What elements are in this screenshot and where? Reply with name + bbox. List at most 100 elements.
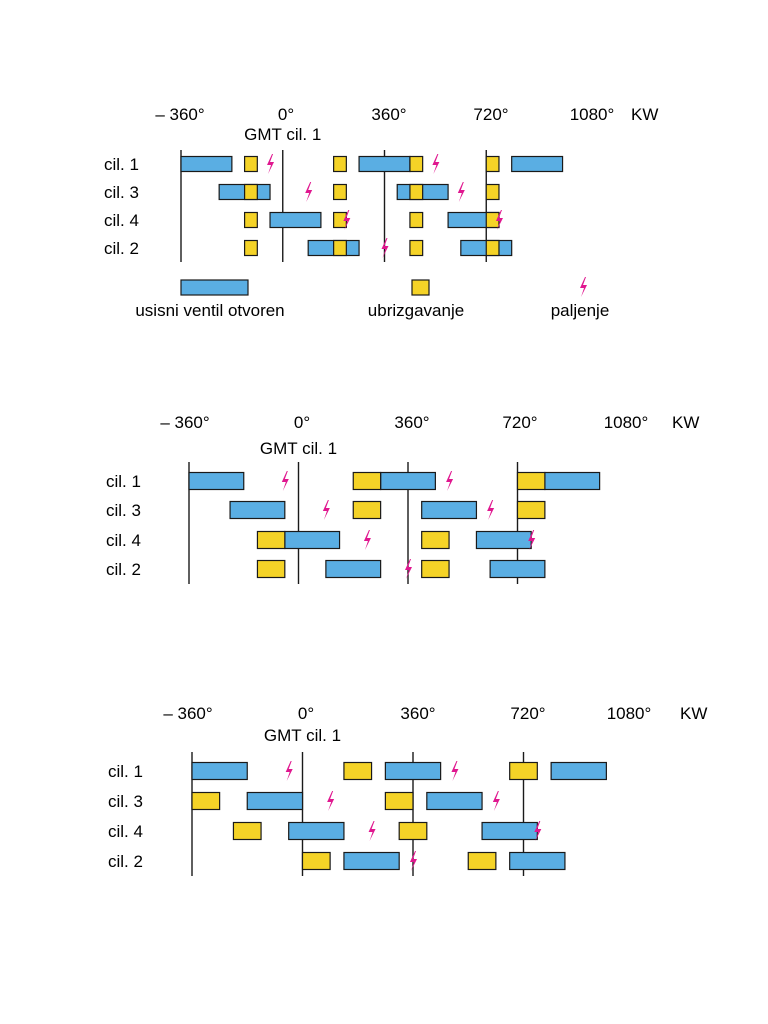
- legend-intake-label: usisni ventil otvoren: [135, 301, 284, 320]
- crank-angle-unit-label: KW: [631, 105, 658, 124]
- cylinder-label: cil. 2: [104, 239, 139, 258]
- ignition-spark-icon: [381, 238, 389, 258]
- ignition-spark-icon: [495, 210, 503, 230]
- injection-bar: [243, 155, 258, 173]
- angle-label: – 360°: [155, 105, 204, 124]
- angle-label: – 360°: [163, 704, 212, 723]
- ignition-spark-icon: [457, 182, 465, 202]
- ignition-spark-icon: [343, 210, 351, 230]
- intake-valve-bar: [475, 530, 532, 550]
- injection-bar: [516, 471, 546, 491]
- injection-bar: [384, 791, 414, 811]
- ignition-spark-icon: [410, 851, 417, 871]
- injection-bar: [409, 183, 424, 201]
- angle-label: 360°: [371, 105, 406, 124]
- ignition-spark-icon: [534, 821, 542, 841]
- ignition-spark-icon: [405, 559, 412, 579]
- injection-bar: [256, 530, 286, 550]
- intake-valve-bar: [544, 471, 601, 491]
- injection-bar: [485, 155, 500, 173]
- injection-bar: [333, 239, 347, 257]
- cylinder-label: cil. 4: [106, 531, 141, 550]
- injection-bar: [333, 155, 347, 173]
- injection-bar: [352, 471, 382, 491]
- ignition-spark-icon: [327, 791, 335, 811]
- injection-bar: [467, 851, 497, 871]
- ignition-spark-icon: [451, 761, 459, 781]
- injection-bar: [398, 821, 428, 841]
- cylinder-label: cil. 2: [108, 852, 143, 871]
- intake-valve-bar: [489, 559, 546, 579]
- injection-bar: [301, 851, 331, 871]
- injection-bar: [343, 761, 373, 781]
- injection-bar: [243, 211, 258, 229]
- intake-valve-bar: [511, 155, 564, 173]
- intake-valve-bar: [180, 155, 233, 173]
- intake-valve-bar: [269, 211, 322, 229]
- legend-injection-label: ubrizgavanje: [368, 301, 464, 320]
- crank-angle-unit-label: KW: [680, 704, 707, 723]
- cylinder-label: cil. 3: [104, 183, 139, 202]
- angle-label: 1080°: [604, 413, 649, 432]
- angle-label: 360°: [400, 704, 435, 723]
- ignition-spark-icon: [492, 791, 500, 811]
- intake-valve-bar: [246, 791, 304, 811]
- injection-bar: [243, 239, 258, 257]
- injection-bar: [409, 155, 424, 173]
- angle-label: 0°: [294, 413, 310, 432]
- cylinder-label: cil. 4: [108, 822, 143, 841]
- ignition-spark-icon: [305, 182, 313, 202]
- intake-valve-bar: [421, 500, 478, 520]
- intake-valve-bar: [426, 791, 483, 811]
- injection-bar: [509, 761, 538, 781]
- angle-label: 720°: [510, 704, 545, 723]
- angle-label: 0°: [298, 704, 314, 723]
- intake-valve-bar: [343, 851, 400, 871]
- ignition-spark-icon: [285, 761, 293, 781]
- ignition-spark-icon: [363, 530, 371, 550]
- cylinder-label: cil. 3: [106, 501, 141, 520]
- injection-bar: [256, 559, 286, 579]
- angle-label: 360°: [394, 413, 429, 432]
- cylinder-label: cil. 3: [108, 792, 143, 811]
- injection-bar: [243, 183, 258, 201]
- ignition-spark-icon: [446, 471, 454, 491]
- legend-intake-swatch: [180, 279, 249, 296]
- cylinder-label: cil. 1: [108, 762, 143, 781]
- intake-valve-bar: [550, 761, 607, 781]
- intake-valve-bar: [284, 530, 341, 550]
- intake-valve-bar: [191, 761, 248, 781]
- intake-valve-bar: [325, 559, 382, 579]
- injection-bar: [421, 530, 450, 550]
- ignition-spark-icon: [281, 471, 289, 491]
- crank-angle-unit-label: KW: [672, 413, 699, 432]
- intake-valve-bar: [509, 851, 566, 871]
- injection-bar: [516, 500, 546, 520]
- injection-bar: [409, 211, 424, 229]
- angle-label: – 360°: [160, 413, 209, 432]
- injection-bar: [191, 791, 221, 811]
- ignition-spark-icon: [487, 500, 495, 520]
- angle-label: 720°: [473, 105, 508, 124]
- ignition-spark-icon: [267, 154, 275, 174]
- legend-injection-swatch: [411, 279, 430, 296]
- intake-valve-bar: [384, 761, 442, 781]
- injection-bar: [485, 239, 500, 257]
- ignition-spark-icon: [322, 500, 330, 520]
- cylinder-label: cil. 2: [106, 560, 141, 579]
- intake-valve-bar: [380, 471, 436, 491]
- cylinder-label: cil. 1: [106, 472, 141, 491]
- cylinder-label: cil. 4: [104, 211, 139, 230]
- legend-ignition-icon: [580, 277, 587, 297]
- ignition-spark-icon: [528, 530, 536, 550]
- gmt-label: GMT cil. 1: [260, 439, 337, 458]
- injection-bar: [352, 500, 382, 520]
- injection-bar: [333, 183, 347, 201]
- intake-valve-bar: [188, 471, 245, 491]
- injection-bar: [232, 821, 262, 841]
